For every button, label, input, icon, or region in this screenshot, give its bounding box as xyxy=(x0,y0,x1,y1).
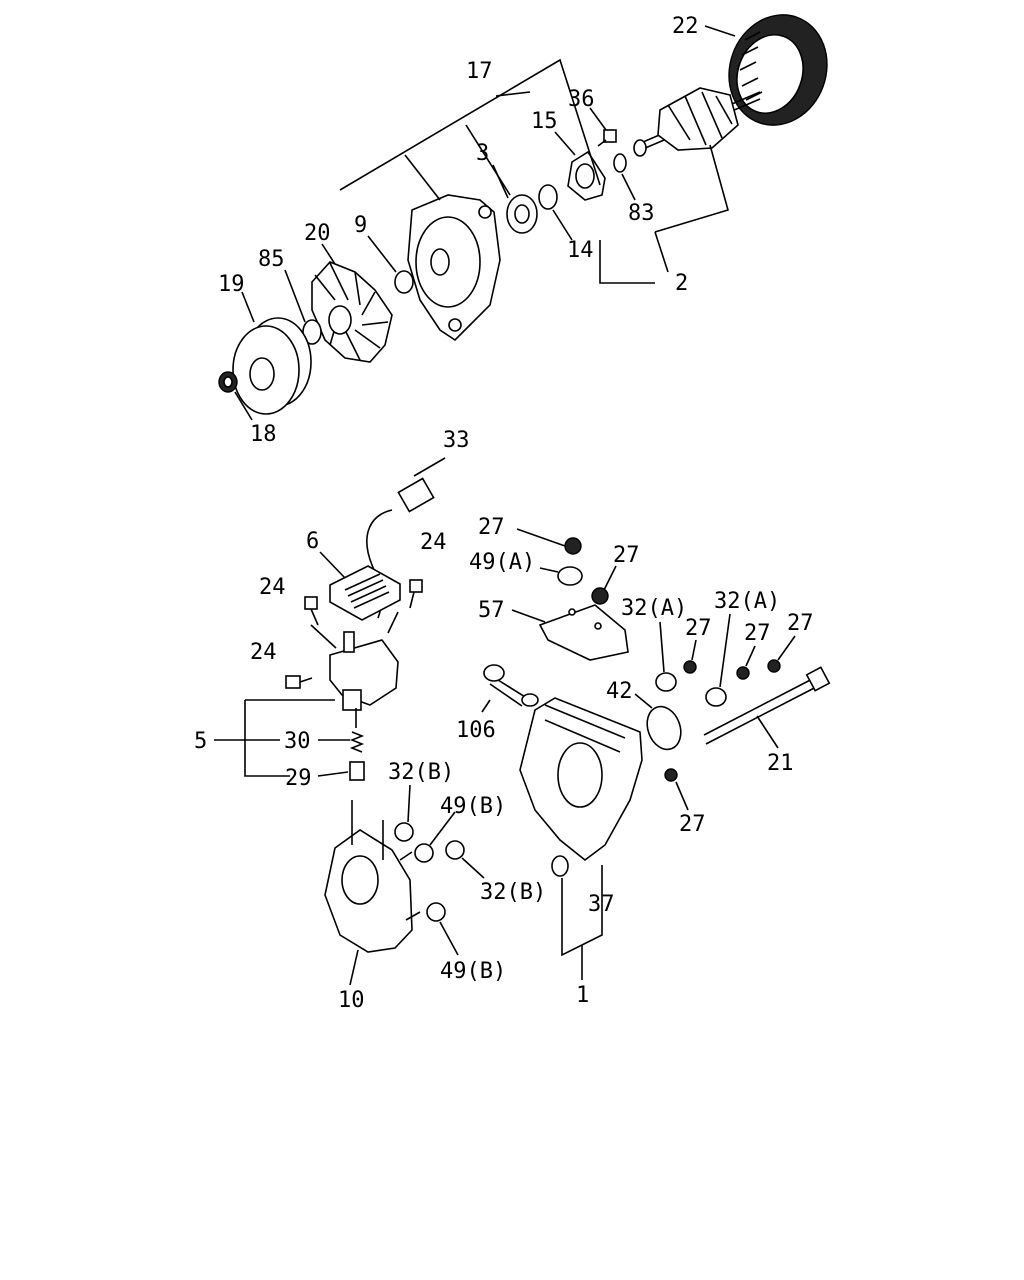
part-49b-insulator-2 xyxy=(426,902,459,956)
part-42-o-ring xyxy=(634,693,682,751)
callout-30: 30 xyxy=(284,729,311,754)
part-27-nut-4 xyxy=(736,645,756,680)
callout-5: 5 xyxy=(194,729,207,754)
callout-17: 17 xyxy=(466,59,493,84)
callout-3: 3 xyxy=(476,141,489,166)
part-27-nut-2 xyxy=(591,565,617,605)
callout-18: 18 xyxy=(250,422,277,447)
part-24-screw-1 xyxy=(304,596,319,626)
callout-9: 9 xyxy=(354,213,367,238)
callout-1: 1 xyxy=(576,983,589,1008)
part-20-fan xyxy=(311,261,393,363)
part-49a-insulator xyxy=(539,566,583,586)
part-9-collar xyxy=(394,270,414,294)
part-36-screw xyxy=(597,129,617,147)
part-49b-insulator-1 xyxy=(414,811,456,863)
callout-24-lower: 24 xyxy=(250,640,277,665)
callout-27-mid1: 27 xyxy=(685,616,712,641)
part-32a-insulator-2 xyxy=(705,613,731,707)
callout-33: 33 xyxy=(443,428,470,453)
part-27-nut-6 xyxy=(664,768,689,811)
callout-2: 2 xyxy=(675,271,688,296)
part-29-brush xyxy=(349,761,365,781)
callout-21: 21 xyxy=(767,751,794,776)
part-57-cover xyxy=(511,604,629,661)
part-17-front-housing xyxy=(407,194,501,342)
part-2-rotor xyxy=(633,87,761,157)
callout-24-right: 24 xyxy=(420,530,447,555)
part-106-bolt xyxy=(481,664,539,713)
callout-42: 42 xyxy=(606,679,633,704)
part-27-nut-3 xyxy=(683,639,697,674)
callout-32b-mid: 32(B) xyxy=(480,880,546,905)
callout-49a: 49(A) xyxy=(469,550,535,575)
callout-32a-left: 32(A) xyxy=(621,596,687,621)
part-21-through-bolt xyxy=(703,666,831,749)
leader-lines-rear xyxy=(561,865,603,980)
callout-49b-top: 49(B) xyxy=(440,794,506,819)
callout-85: 85 xyxy=(258,247,285,272)
callout-83: 83 xyxy=(628,201,655,226)
part-27-nut-5 xyxy=(767,635,796,673)
callout-32b-top: 32(B) xyxy=(388,760,454,785)
part-14-seal xyxy=(538,184,558,210)
callout-29: 29 xyxy=(285,766,312,791)
part-10-rectifier xyxy=(324,800,421,986)
part-32a-insulator-1 xyxy=(655,621,677,692)
callout-labels: 17 22 36 15 3 83 9 20 14 2 85 19 18 33 6… xyxy=(194,14,814,1013)
part-5-brush-holder xyxy=(310,611,399,728)
part-30-spring xyxy=(349,731,365,753)
leader-lines-brush xyxy=(214,699,350,777)
leader-lines-top xyxy=(234,25,736,421)
callout-27-lower: 27 xyxy=(679,812,706,837)
part-32b-insulator-2 xyxy=(445,840,485,879)
callout-27-mid3: 27 xyxy=(787,611,814,636)
callout-20: 20 xyxy=(304,221,331,246)
callout-37: 37 xyxy=(588,892,615,917)
callout-24-left: 24 xyxy=(259,575,286,600)
callout-19: 19 xyxy=(218,272,245,297)
part-37-rear-housing xyxy=(519,697,643,877)
part-32b-insulator-1 xyxy=(394,784,414,842)
part-19-pulley xyxy=(232,317,312,415)
part-22-stator xyxy=(728,14,828,126)
callout-27-second: 27 xyxy=(613,543,640,568)
callout-27-top: 27 xyxy=(478,515,505,540)
callout-15: 15 xyxy=(531,109,558,134)
callout-6: 6 xyxy=(306,529,319,554)
callout-14: 14 xyxy=(567,238,594,263)
callout-27-mid2: 27 xyxy=(744,621,771,646)
callout-57: 57 xyxy=(478,598,505,623)
callout-22: 22 xyxy=(672,14,699,39)
part-24-screw-2 xyxy=(409,579,423,609)
callout-106: 106 xyxy=(456,718,496,743)
callout-49b-bottom: 49(B) xyxy=(440,959,506,984)
callout-32a-right: 32(A) xyxy=(714,589,780,614)
part-33-terminal-lead xyxy=(366,457,446,619)
part-83-retaining-ring xyxy=(613,153,627,173)
callout-36: 36 xyxy=(568,87,595,112)
part-6-ic-regulator xyxy=(319,551,401,621)
part-18-nut xyxy=(218,371,238,393)
part-27-nut-top xyxy=(516,528,582,555)
callout-10: 10 xyxy=(338,988,365,1013)
part-24-screw-3 xyxy=(285,675,313,689)
